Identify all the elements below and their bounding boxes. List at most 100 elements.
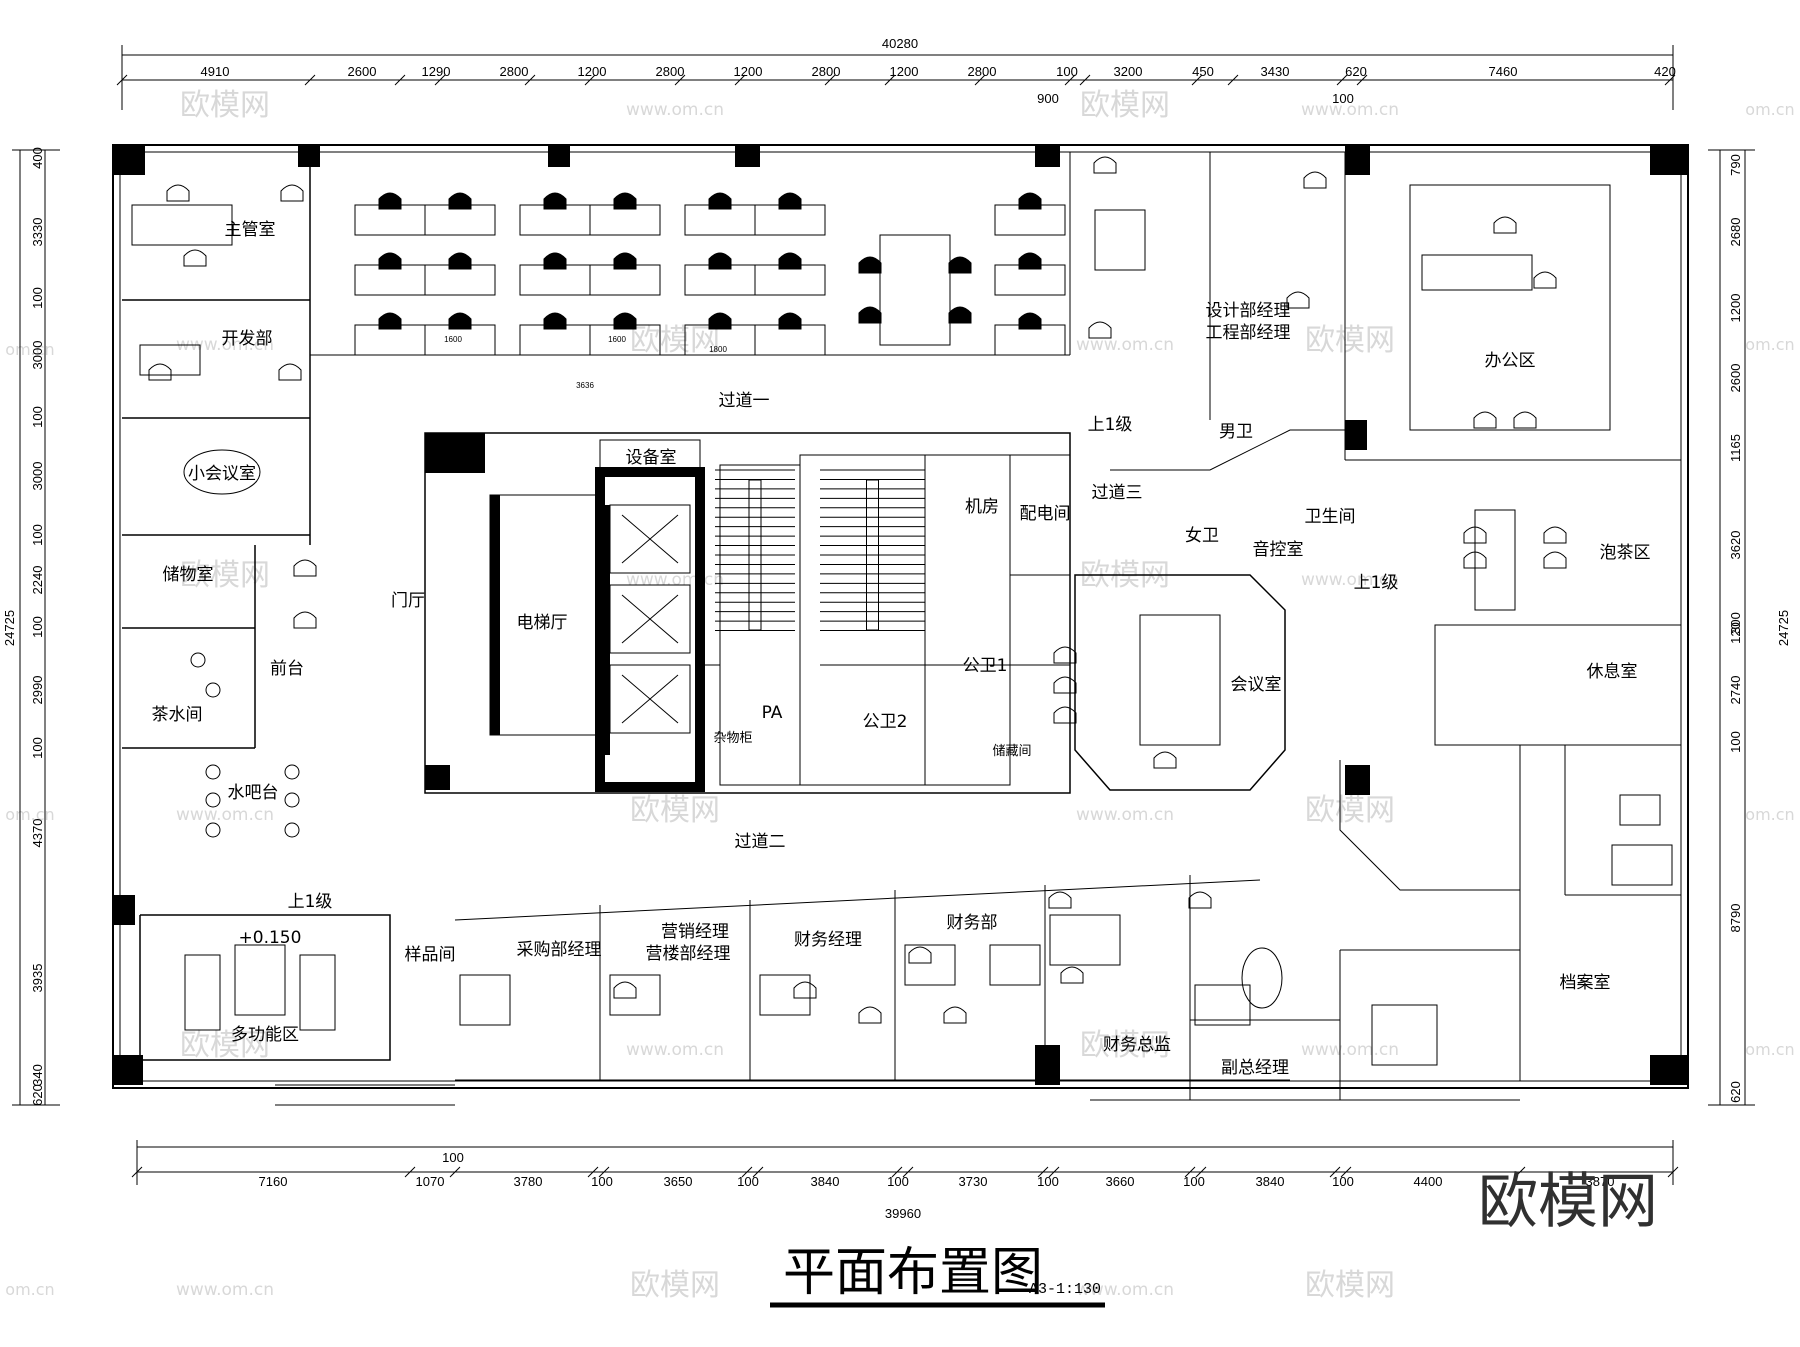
dim-left-segment: 3000: [30, 462, 45, 491]
label-lounge: 休息室: [1587, 662, 1638, 682]
dim-right-segment: 2600: [1728, 364, 1743, 393]
dim-left-segment: 100: [30, 616, 45, 638]
dim-left-segment: 100: [30, 406, 45, 428]
label-dev: 开发部: [222, 329, 273, 349]
watermark-text: 欧模网: [630, 1268, 720, 1303]
dim-left-segment: 4370: [30, 819, 45, 848]
dim-right-segment: 120: [1728, 622, 1743, 644]
label-corridor1: 过道一: [719, 391, 770, 411]
dim-top-segment: 2800: [500, 64, 529, 79]
label-corridor2: 过道二: [735, 832, 786, 852]
dim-right-segment: 620: [1728, 1081, 1743, 1103]
dim-top-segment: 2600: [348, 64, 377, 79]
label-power-room: 配电间: [1020, 504, 1071, 524]
watermark-text: www.om.cn: [1076, 335, 1174, 355]
dim-top-segment: 420: [1654, 64, 1676, 79]
dim-left-total: 24725: [2, 610, 17, 646]
label-machine-room: 机房: [965, 497, 999, 517]
label-office-area: 办公区: [1485, 351, 1536, 371]
dim-right-segment: 1200: [1728, 294, 1743, 323]
watermark-text: www.om.cn: [626, 1040, 724, 1060]
dim-right-segment: 8790: [1728, 904, 1743, 933]
dim-left-segment: 340: [30, 1064, 45, 1086]
watermark-text: 欧模网: [1080, 1028, 1170, 1063]
dim-right-segment: 3620: [1728, 531, 1743, 560]
dim-top-segment: 1200: [890, 64, 919, 79]
dim-bottom-segment: 3660: [1106, 1174, 1135, 1189]
dim-top-segment: 1290: [422, 64, 451, 79]
label-corridor3: 过道三: [1092, 483, 1143, 503]
brand-logo: 欧模网: [1478, 1167, 1658, 1237]
label-meeting: 会议室: [1231, 675, 1282, 695]
dim-bottom-segment: 1070: [416, 1174, 445, 1189]
watermark-text: om.cn: [5, 340, 54, 359]
label-finance-mgr: 财务经理: [794, 930, 862, 950]
dim-top-segment: 3430: [1261, 64, 1290, 79]
dim-left-segment: 400: [30, 147, 45, 169]
desk-dim-3: 1800: [709, 345, 727, 354]
dim-top-segment: 3200: [1114, 64, 1143, 79]
watermark-text: om.cn: [5, 1280, 54, 1299]
desk-dim-1: 1600: [444, 335, 462, 344]
drawing-scale: A3-1:130: [1029, 1281, 1101, 1298]
watermark-layer: 欧模网 www.om.cn 欧模网 www.om.cn www.om.cn 欧模网 www.…: [5, 88, 1794, 1303]
dim-right-segment: 1165: [1728, 434, 1743, 462]
desk-dim-2: 1600: [608, 335, 626, 344]
watermark-text: om.cn: [1745, 100, 1794, 119]
dim-bottom-segment: 100: [1037, 1174, 1059, 1189]
watermark-text: www.om.cn: [1301, 100, 1399, 120]
dim-left-segment: 100: [30, 737, 45, 759]
watermark-text: www.om.cn: [176, 1280, 274, 1300]
label-sales-dept-mgr: 营楼部经理: [646, 944, 731, 964]
dim-top-segment: 1200: [734, 64, 763, 79]
label-cfo: 财务总监: [1103, 1035, 1171, 1055]
dim-bottom-segment: 100: [1183, 1174, 1205, 1189]
dim-top-segment: 2800: [968, 64, 997, 79]
room-labels: 主管室 开发部 小会议室 储物室 前台 茶水间 水吧台 门厅 电梯厅 设备室 机…: [152, 220, 1651, 1078]
watermark-text: www.om.cn: [176, 805, 274, 825]
label-storage: 储物室: [163, 565, 214, 585]
dim-left-segments: 4003330100300010030001002240100299010043…: [30, 147, 45, 1106]
watermark-text: om.cn: [1745, 805, 1794, 824]
dim-top-segment: 2800: [812, 64, 841, 79]
dim-bottom-segment: 3780: [514, 1174, 543, 1189]
watermark-text: om.cn: [5, 805, 54, 824]
label-finance-dept: 财务部: [947, 913, 998, 933]
dim-top-segment: 4910: [201, 64, 230, 79]
dim-bottom-segment: 7160: [259, 1174, 288, 1189]
label-multi-area: 多功能区: [231, 1025, 299, 1045]
watermark-text: om.cn: [1745, 1040, 1794, 1059]
furniture: [131, 156, 1673, 1066]
dim-bottom-segment: 3650: [664, 1174, 693, 1189]
label-public-wc2: 公卫2: [863, 712, 908, 732]
watermark-text: www.om.cn: [1076, 805, 1174, 825]
dim-right-segments: 7902680120026001165362030012027401008790…: [1728, 154, 1743, 1103]
dim-bottom-segment: 3840: [1256, 1174, 1285, 1189]
label-pa: PA: [762, 703, 783, 723]
label-elevator-hall: 电梯厅: [517, 613, 568, 633]
label-equipment: 设备室: [626, 448, 677, 468]
label-purchase-mgr: 采购部经理: [517, 940, 602, 960]
label-public-wc1: 公卫1: [963, 656, 1008, 676]
dim-bottom-segment: 3870: [1586, 1174, 1615, 1189]
walls: [112, 144, 1689, 1106]
dim-top-segment: 450: [1192, 64, 1214, 79]
staircases: [715, 469, 925, 632]
dim-bottom-segment: 4400: [1414, 1174, 1443, 1189]
dim-right-segment: 2680: [1728, 218, 1743, 247]
dim-top-total: 40280: [882, 36, 918, 51]
dim-left-segment: 3935: [30, 964, 45, 993]
dimension-ticks: [116, 74, 1679, 1178]
desk-dim-4: 3636: [576, 381, 594, 390]
dim-right-total: 24725: [1776, 610, 1791, 646]
watermark-text: 欧模网: [1305, 1268, 1395, 1303]
drawing-title: 平面布置图: [783, 1243, 1043, 1303]
label-lobby: 门厅: [391, 591, 425, 611]
dim-left-segment: 620: [30, 1084, 45, 1106]
dim-right-segment: 790: [1728, 154, 1743, 176]
watermark-text: 欧模网: [1305, 793, 1395, 828]
dim-right-segment: 300: [1728, 612, 1743, 634]
label-utility: 储藏间: [992, 744, 1031, 759]
